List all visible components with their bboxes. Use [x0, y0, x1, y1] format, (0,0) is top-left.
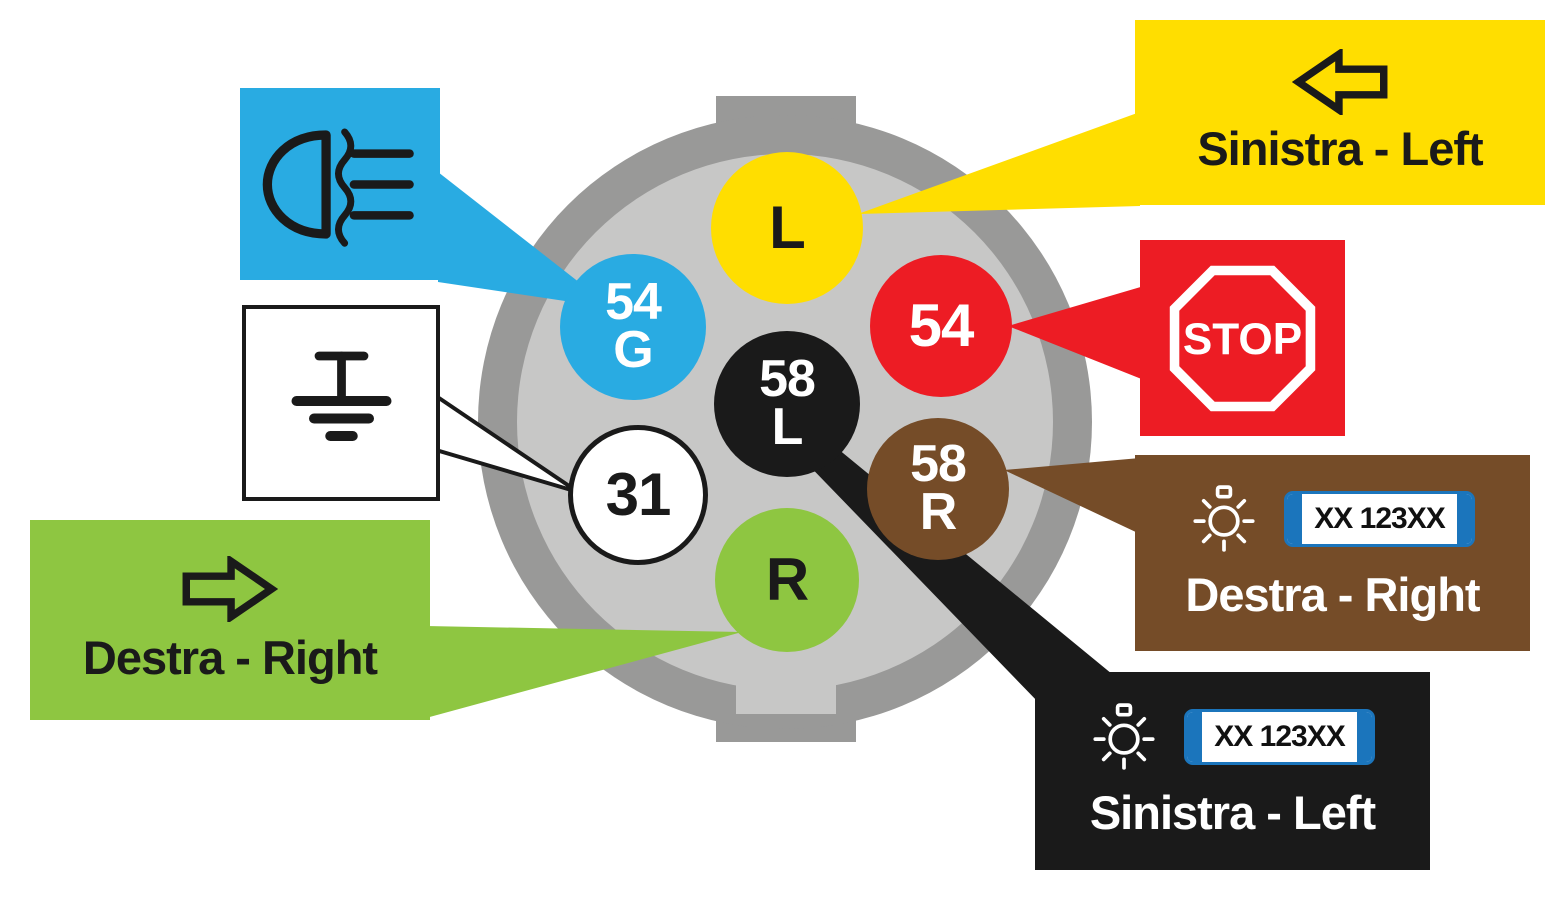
callout-label: Destra - Right: [1185, 567, 1480, 621]
ground-icon: [291, 351, 391, 441]
pin-label: R: [919, 483, 958, 541]
pin-31-ground: 31: [568, 425, 708, 565]
plate-blue-band: [1356, 711, 1372, 762]
pin-58l-left-tail-light: 58 L: [714, 331, 860, 477]
pin-label: 31: [605, 461, 672, 529]
callout-stop: STOP: [1140, 240, 1345, 436]
pointer-left-turn: [858, 112, 1140, 214]
pin-label: 54: [605, 273, 662, 332]
socket-bottom-keyway: [736, 652, 836, 714]
pin-r-right-indicator: R: [715, 508, 859, 652]
pin-l-left-indicator: L: [711, 152, 863, 304]
plate-number: XX 123XX: [1302, 493, 1457, 544]
callout-plate-light-right: XX 123XX Destra - Right: [1135, 455, 1530, 651]
plate-blue-band: [1187, 711, 1203, 762]
license-plate: XX 123XX: [1284, 490, 1475, 547]
pointer-fog: [438, 172, 612, 308]
plate-row: XX 123XX: [1090, 702, 1375, 771]
pin-label: L: [769, 194, 806, 262]
pin-label: 54: [908, 292, 975, 360]
callout-right-turn: Destra - Right: [30, 520, 430, 720]
callout-fog-light: [240, 88, 440, 280]
callout-plate-light-left: XX 123XX Sinistra - Left: [1035, 672, 1430, 870]
pointer-plate-right: [1004, 458, 1140, 534]
pin-label: G: [613, 321, 653, 379]
pin-label: L: [771, 398, 804, 456]
callout-ground: [242, 305, 440, 501]
arrow-right-icon: [182, 555, 278, 622]
stop-sign-label: STOP: [1183, 315, 1302, 364]
callout-label: Sinistra - Left: [1197, 122, 1483, 175]
pin-label: 58: [759, 350, 816, 409]
callout-label: Sinistra - Left: [1089, 785, 1376, 839]
pin-58r-right-tail-light: 58 R: [867, 418, 1009, 560]
pointer-right-turn: [426, 626, 742, 718]
license-plate-light-icon: [1193, 484, 1255, 552]
fog-light-icon: [262, 127, 414, 247]
license-plate-light-icon: [1093, 702, 1155, 770]
pointer-stop: [1008, 286, 1144, 380]
stop-sign-icon: STOP: [1169, 265, 1316, 411]
pin-label: R: [765, 546, 809, 614]
pin-label: 58: [910, 435, 967, 494]
plate-number: XX 123XX: [1202, 711, 1357, 762]
callout-left-turn: Sinistra - Left: [1135, 20, 1545, 205]
license-plate: XX 123XX: [1184, 708, 1375, 765]
plate-row: XX 123XX: [1190, 484, 1475, 553]
pin-54g-fog-light: 54 G: [560, 254, 706, 400]
plate-blue-band: [1287, 493, 1303, 544]
callout-label: Destra - Right: [82, 630, 378, 684]
arrow-left-icon: [1292, 49, 1388, 115]
plate-blue-band: [1456, 493, 1472, 544]
pin-54-stop-light: 54: [870, 255, 1012, 397]
